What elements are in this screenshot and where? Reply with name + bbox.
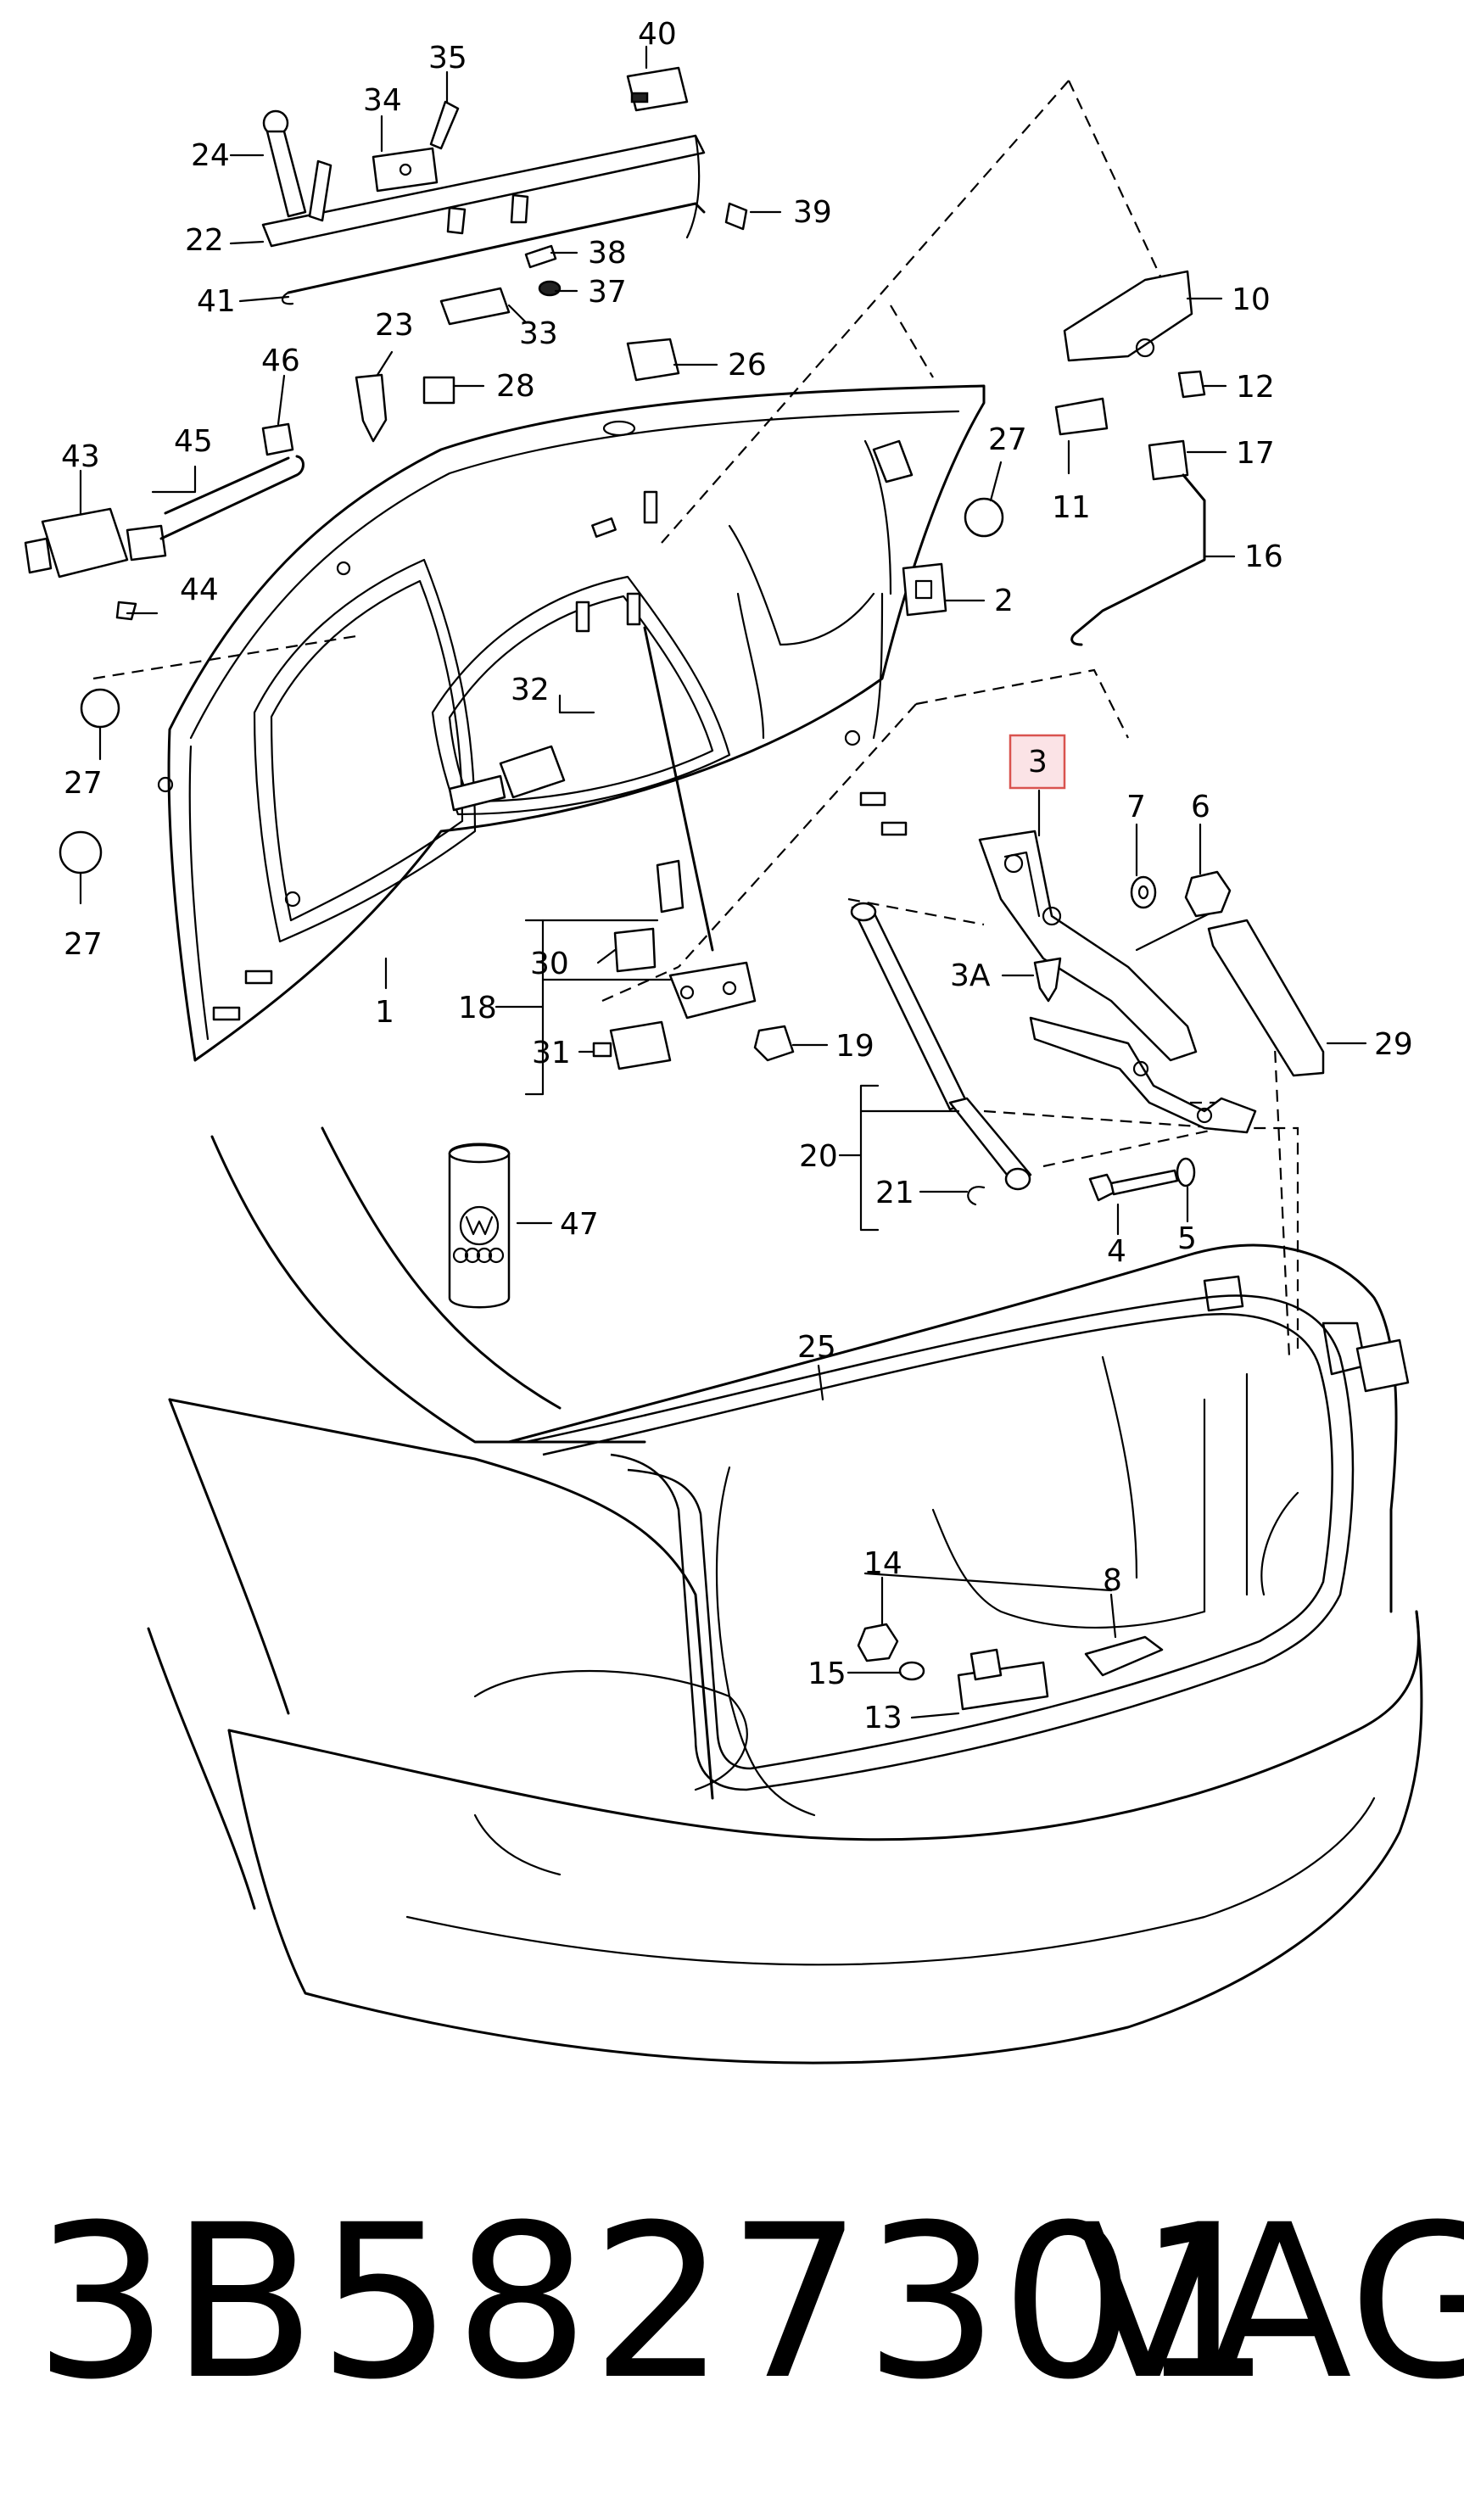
callout-27-upper-right: 27 (988, 422, 1027, 457)
callout-18: 18 (458, 991, 497, 1025)
callout-35: 35 (428, 41, 467, 75)
callout-41: 41 (197, 284, 236, 319)
lock-cylinder-assembly (902, 270, 1206, 646)
callout-4: 4 (1107, 1234, 1126, 1269)
callout-34: 34 (363, 83, 402, 118)
callout-12: 12 (1236, 370, 1275, 405)
callout-26: 26 (728, 348, 767, 383)
callout-14: 14 (863, 1546, 902, 1581)
callout-22: 22 (185, 223, 224, 258)
callout-43: 43 (61, 439, 100, 474)
callout-39: 39 (793, 195, 832, 230)
callout-16: 16 (1244, 539, 1283, 574)
lock-actuator-assembly (24, 455, 305, 874)
callout-46: 46 (261, 344, 300, 378)
callout-13: 13 (863, 1701, 902, 1735)
callout-24: 24 (191, 138, 230, 173)
callout-44: 44 (180, 573, 219, 607)
callout-25: 25 (797, 1330, 836, 1365)
brake-light-40 (626, 66, 689, 112)
trunk-lid (157, 384, 986, 1062)
callout-31: 31 (532, 1036, 571, 1070)
cover-strip-22 (261, 134, 706, 248)
callout-40: 40 (638, 17, 677, 52)
callout-8: 8 (1103, 1563, 1122, 1598)
hinge-and-strut (850, 830, 1325, 1206)
plate-34 (372, 147, 439, 193)
exploded-parts-diagram: 40 35 34 24 22 39 38 37 41 33 23 26 46 2… (24, 17, 1423, 2065)
callout-7: 7 (1126, 790, 1146, 824)
assembly-leader-lines (92, 80, 1299, 1358)
highlight-box-callout-3 (1009, 734, 1066, 790)
studs (212, 490, 908, 1021)
callout-labels: 40 35 34 24 22 39 38 37 41 33 23 26 46 2… (61, 17, 1413, 1735)
callout-15: 15 (807, 1657, 847, 1691)
callout-37: 37 (588, 275, 627, 310)
callout-11: 11 (1052, 490, 1091, 525)
callout-leaders (79, 45, 1367, 1719)
brand-text: VAG (1076, 2179, 1464, 2426)
part-number-text: 3B5827301 (34, 2179, 1274, 2426)
callout-38: 38 (588, 236, 627, 271)
callout-45: 45 (174, 424, 213, 459)
callout-3A: 3A (950, 958, 991, 993)
paint-bottle-47 (448, 1143, 511, 1309)
callout-20: 20 (799, 1139, 838, 1174)
callout-23: 23 (375, 308, 414, 343)
trunk-seal (525, 1294, 1355, 1791)
latch-assembly (448, 626, 795, 1070)
callout-3: 3 (1028, 745, 1048, 779)
callout-29: 29 (1374, 1027, 1413, 1062)
light-strip-assembly (261, 66, 748, 456)
callout-32: 32 (511, 673, 550, 707)
callout-27-left-upper: 27 (64, 766, 103, 801)
callout-6: 6 (1191, 790, 1210, 824)
callout-30: 30 (530, 947, 569, 981)
callout-17: 17 (1236, 436, 1275, 471)
callout-10: 10 (1232, 282, 1271, 317)
callout-2: 2 (994, 584, 1014, 618)
car-body (147, 1126, 1423, 2065)
callout-27-left-lower: 27 (64, 927, 103, 962)
callout-5: 5 (1177, 1221, 1197, 1256)
callout-33: 33 (519, 316, 558, 351)
callout-19: 19 (835, 1029, 874, 1064)
callout-1: 1 (375, 995, 394, 1030)
callout-21: 21 (875, 1176, 914, 1210)
striker-assembly (857, 1623, 1164, 1711)
callout-47: 47 (560, 1207, 599, 1242)
callout-28: 28 (496, 369, 535, 404)
